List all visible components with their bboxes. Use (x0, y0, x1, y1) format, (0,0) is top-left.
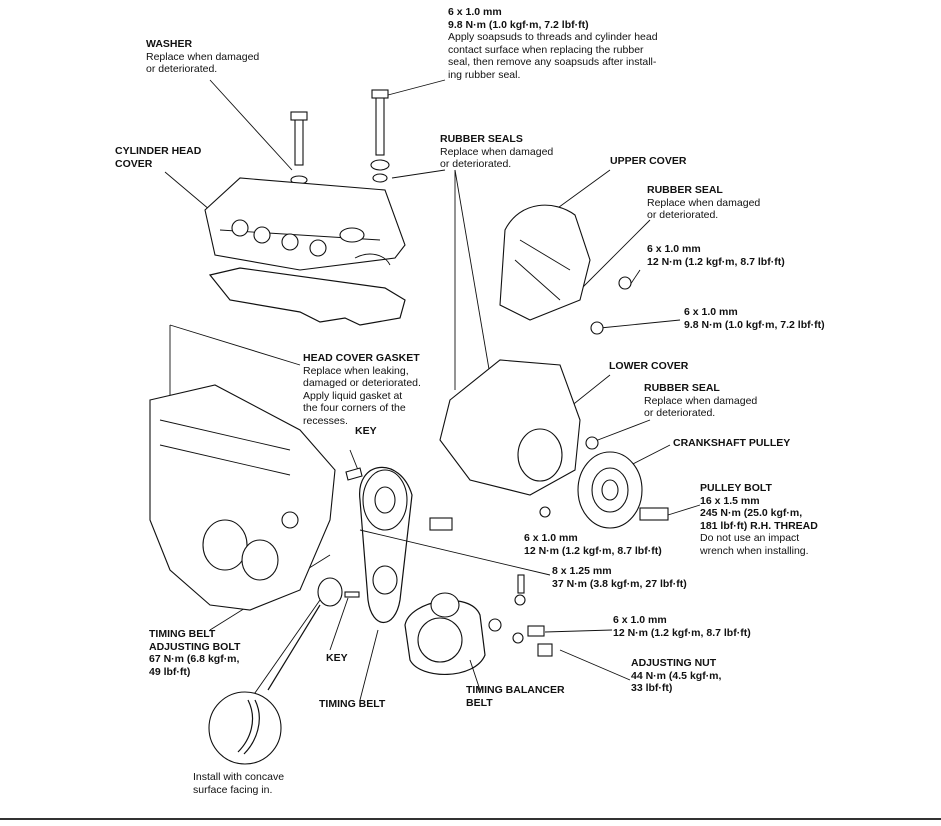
top-bolt-torque: 9.8 N·m (1.0 kgf·m, 7.2 lbf·ft) (448, 18, 589, 31)
install-note-label: Install with concave surface facing in. (193, 771, 284, 796)
bolt-8x125-spec: 8 x 1.25 mm (552, 565, 612, 577)
detail-inset-drawing (208, 604, 321, 765)
top-bolt-note-1: Apply soapsuds to threads and cylinder h… (448, 31, 658, 43)
balancer-belt-drawing (404, 574, 553, 676)
head-cover-gasket-note-2: damaged or deteriorated. (303, 377, 421, 389)
timing-belt-drawing (359, 466, 453, 624)
tbab-line-2: ADJUSTING BOLT (149, 640, 241, 653)
rubber-seal-upper-label: RUBBER SEAL Replace when damaged or dete… (647, 184, 760, 222)
bolt-lower-cover-spec: 6 x 1.0 mm (524, 532, 578, 544)
bolt-8x125-label: 8 x 1.25 mm 37 N·m (3.8 kgf·m, 27 lbf·ft… (552, 565, 687, 590)
lower-cover-drawing (439, 359, 599, 518)
adjusting-nut-title: ADJUSTING NUT (631, 657, 717, 669)
pulley-bolt-spec: 16 x 1.5 mm (700, 494, 760, 507)
tbab-line-3: 67 N·m (6.8 kgf·m, (149, 653, 240, 665)
tbab-line-4: 49 lbf·ft) (149, 665, 191, 678)
key-top-label: KEY (355, 425, 377, 438)
bolt-upper-2-torque: 9.8 N·m (1.0 kgf·m, 7.2 lbf·ft) (684, 318, 825, 331)
timing-balancer-belt-label: TIMING BALANCER BELT (466, 684, 565, 709)
key-and-washer-drawing (317, 467, 363, 607)
bolt-upper-1-label: 6 x 1.0 mm 12 N·m (1.2 kgf·m, 8.7 lbf·ft… (647, 243, 785, 268)
top-bolt-note-3: seal, then remove any soapsuds after ins… (448, 56, 657, 68)
rubber-seal-lower-title: RUBBER SEAL (644, 382, 720, 394)
key-bottom-label: KEY (326, 652, 348, 665)
leader-lines (164, 79, 701, 701)
head-cover-gasket-drawing (208, 267, 406, 326)
rubber-seal-upper-note-1: Replace when damaged (647, 196, 761, 209)
top-bolt-label: 6 x 1.0 mm 9.8 N·m (1.0 kgf·m, 7.2 lbf·f… (448, 6, 658, 81)
bolt-upper-1-spec: 6 x 1.0 mm (647, 243, 701, 255)
install-note-2: surface facing in. (193, 783, 273, 796)
adjusting-nut-label: ADJUSTING NUT 44 N·m (4.5 kgf·m, 33 lbf·… (631, 657, 721, 695)
lower-cover-title: LOWER COVER (609, 360, 689, 372)
bolt-tensioner-torque: 12 N·m (1.2 kgf·m, 8.7 lbf·ft) (613, 626, 751, 639)
upper-cover-label: UPPER COVER (610, 155, 686, 168)
timing-belt-label: TIMING BELT (319, 698, 385, 711)
bottom-rule (0, 818, 941, 820)
bolt-tensioner-label: 6 x 1.0 mm 12 N·m (1.2 kgf·m, 8.7 lbf·ft… (613, 614, 751, 639)
crankshaft-pulley-title: CRANKSHAFT PULLEY (673, 437, 791, 449)
head-cover-gasket-note-3: Apply liquid gasket at (303, 389, 403, 402)
adjusting-nut-torque-1: 44 N·m (4.5 kgf·m, (631, 669, 722, 682)
cylinder-head-cover-line-1: CYLINDER HEAD (115, 145, 202, 157)
lower-cover-label: LOWER COVER (609, 360, 688, 373)
tbab-line-1: TIMING BELT (149, 628, 216, 640)
cylinder-head-cover-drawing (204, 177, 406, 271)
engine-block-drawing (149, 384, 336, 611)
head-cover-gasket-note-4: the four corners of the (303, 402, 406, 414)
rubber-seal-lower-note-2: or deteriorated. (644, 407, 716, 419)
crankshaft-pulley-label: CRANKSHAFT PULLEY (673, 437, 790, 450)
washer-note-1: Replace when damaged (146, 50, 260, 63)
washer-note-2: or deteriorated. (146, 63, 218, 75)
top-bolt-spec: 6 x 1.0 mm (448, 6, 502, 18)
rubber-seals-note-2: or deteriorated. (440, 158, 512, 170)
pulley-bolt-label: PULLEY BOLT 16 x 1.5 mm 245 N·m (25.0 kg… (700, 482, 818, 557)
bolt-upper-2-spec: 6 x 1.0 mm (684, 306, 738, 318)
cylinder-head-cover-line-2: COVER (115, 157, 153, 170)
bolt-8x125-torque: 37 N·m (3.8 kgf·m, 27 lbf·ft) (552, 577, 687, 590)
rubber-seal-lower-note-1: Replace when damaged (644, 394, 758, 407)
washer-title: WASHER (146, 38, 193, 50)
rubber-seals-label: RUBBER SEALS Replace when damaged or det… (440, 133, 553, 171)
timing-belt-title: TIMING BELT (319, 698, 386, 710)
upper-cover-drawing (499, 204, 632, 335)
pulley-bolt-note-2: wrench when installing. (700, 544, 809, 557)
tbb-line-2: BELT (466, 696, 493, 709)
key-top-title: KEY (355, 425, 377, 437)
head-cover-gasket-title: HEAD COVER GASKET (303, 352, 420, 364)
head-cover-gasket-note-1: Replace when leaking, (303, 364, 409, 377)
washer-label: WASHER Replace when damaged or deteriora… (146, 38, 259, 76)
bolt-upper-2-label: 6 x 1.0 mm 9.8 N·m (1.0 kgf·m, 7.2 lbf·f… (684, 306, 825, 331)
cylinder-head-cover-label: CYLINDER HEAD COVER (115, 145, 201, 170)
rubber-seal-lower-label: RUBBER SEAL Replace when damaged or dete… (644, 382, 757, 420)
top-bolts (290, 89, 390, 185)
bolt-upper-1-torque: 12 N·m (1.2 kgf·m, 8.7 lbf·ft) (647, 255, 785, 268)
pulley-bolt-note-1: Do not use an impact (700, 532, 800, 544)
head-cover-gasket-label: HEAD COVER GASKET Replace when leaking, … (303, 352, 421, 427)
rubber-seal-upper-note-2: or deteriorated. (647, 209, 719, 221)
top-bolt-note-4: ing rubber seal. (448, 68, 521, 81)
timing-belt-adjusting-bolt-label: TIMING BELT ADJUSTING BOLT 67 N·m (6.8 k… (149, 628, 240, 678)
pulley-bolt-torque-2: 181 lbf·ft) R.H. THREAD (700, 519, 818, 532)
key-bottom-title: KEY (326, 652, 348, 664)
install-note-1: Install with concave (193, 771, 285, 783)
crankshaft-pulley-drawing (577, 451, 669, 529)
rubber-seals-title: RUBBER SEALS (440, 133, 523, 145)
bolt-lower-cover-label: 6 x 1.0 mm 12 N·m (1.2 kgf·m, 8.7 lbf·ft… (524, 532, 662, 557)
top-bolt-note-2: contact surface when replacing the rubbe… (448, 43, 644, 56)
bolt-tensioner-spec: 6 x 1.0 mm (613, 614, 667, 626)
pulley-bolt-torque-1: 245 N·m (25.0 kgf·m, (700, 507, 803, 519)
rubber-seals-note-1: Replace when damaged (440, 145, 554, 158)
pulley-bolt-title: PULLEY BOLT (700, 482, 772, 494)
upper-cover-title: UPPER COVER (610, 155, 687, 167)
bolt-lower-cover-torque: 12 N·m (1.2 kgf·m, 8.7 lbf·ft) (524, 544, 662, 557)
rubber-seal-upper-title: RUBBER SEAL (647, 184, 723, 196)
head-cover-gasket-note-5: recesses. (303, 414, 348, 427)
adjusting-nut-torque-2: 33 lbf·ft) (631, 682, 673, 694)
tbb-line-1: TIMING BALANCER (466, 684, 565, 696)
